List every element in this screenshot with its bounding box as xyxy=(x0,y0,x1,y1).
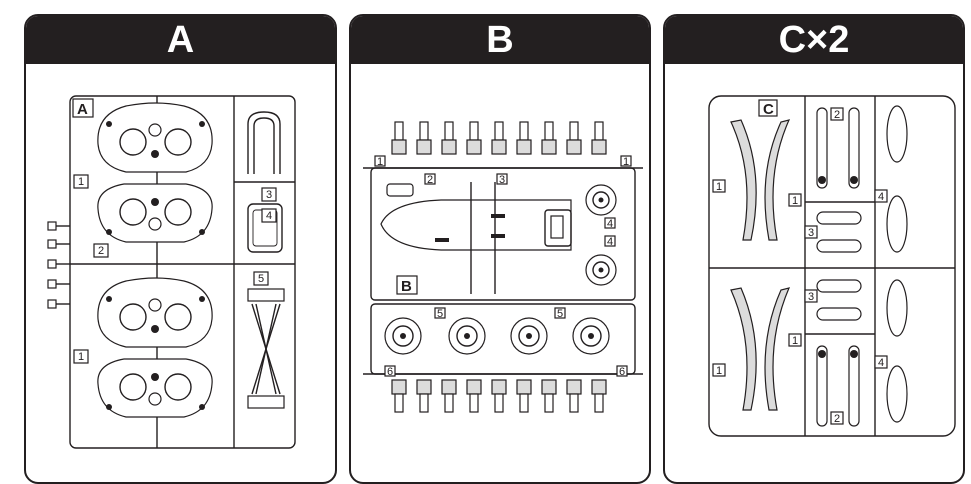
frame-label-b: B xyxy=(401,278,412,295)
part-number-tag: 4 xyxy=(607,218,613,230)
frame-label-c: C xyxy=(763,101,774,118)
part-number-tag: 2 xyxy=(834,109,840,121)
link-part-2-lower xyxy=(816,345,860,427)
oval-part-4-upper xyxy=(886,105,908,253)
u-bracket-part-3 xyxy=(247,111,281,174)
brake-plate-2 xyxy=(97,183,213,243)
panel-c-header: C×2 xyxy=(665,16,963,64)
brake-plate-1 xyxy=(97,102,213,173)
part-number-tag: 1 xyxy=(623,156,629,168)
pin-row-bottom-part-6 xyxy=(391,379,607,413)
part-number-tag: 3 xyxy=(499,174,505,186)
part-number-tag: 1 xyxy=(78,176,84,188)
frame-label-a: A xyxy=(77,101,88,118)
panel-a-header: A xyxy=(26,16,335,64)
frame-part-4 xyxy=(247,203,283,253)
panel-a: A A xyxy=(24,14,337,484)
part-number-tag: 1 xyxy=(716,365,722,377)
part-number-tag: 1 xyxy=(78,351,84,363)
base-plate-part-3 xyxy=(380,199,572,251)
part-number-tag: 3 xyxy=(808,291,814,303)
oval-part-4-lower xyxy=(886,279,908,423)
arm-part-1-c xyxy=(730,287,757,411)
gear-part-4-lower xyxy=(585,254,617,286)
part-number-tag: 1 xyxy=(792,335,798,347)
part-number-tag: 6 xyxy=(387,366,393,378)
arm-part-1-a xyxy=(730,119,757,241)
link-part-3-upper xyxy=(816,211,862,253)
sprue-b-drawing: B 1 1 2 3 4 4 5 5 6 6 xyxy=(363,121,643,413)
part-number-tag: 1 xyxy=(792,195,798,207)
gear-row-part-5 xyxy=(384,317,610,355)
panel-c: C×2 C xyxy=(663,14,965,484)
part-number-tag: 4 xyxy=(607,236,613,248)
part-number-tag: 2 xyxy=(834,413,840,425)
x-link-part-5 xyxy=(247,288,285,409)
pin-row-part-2 xyxy=(47,221,70,309)
link-part-3-lower xyxy=(816,279,862,321)
pin-row-top-part-1 xyxy=(391,121,607,155)
part-number-tag: 5 xyxy=(437,308,443,320)
sprue-a-drawing: A xyxy=(47,95,296,449)
bracket-part-2 xyxy=(386,183,414,197)
part-number-tag: 5 xyxy=(557,308,563,320)
sprue-c-drawing: C 1 xyxy=(708,95,956,437)
panel-b: B xyxy=(349,14,651,484)
brake-plate-4 xyxy=(97,358,213,418)
arm-part-1-b xyxy=(764,119,791,241)
part-number-tag: 4 xyxy=(878,191,884,203)
part-number-tag: 3 xyxy=(808,227,814,239)
part-number-tag: 5 xyxy=(258,273,264,285)
part-number-tag: 2 xyxy=(427,174,433,186)
part-number-tag: 1 xyxy=(377,156,383,168)
part-number-tag: 4 xyxy=(266,210,272,222)
part-number-tag: 3 xyxy=(266,189,272,201)
link-part-2-upper xyxy=(816,107,860,189)
part-number-tag: 6 xyxy=(619,366,625,378)
arm-part-1-d xyxy=(764,287,791,411)
part-number-tag: 4 xyxy=(878,357,884,369)
panel-b-header: B xyxy=(351,16,649,64)
part-number-tag: 1 xyxy=(716,181,722,193)
part-number-tag: 2 xyxy=(98,245,104,257)
brake-plate-3 xyxy=(97,277,213,348)
gear-part-4-upper xyxy=(585,184,617,216)
